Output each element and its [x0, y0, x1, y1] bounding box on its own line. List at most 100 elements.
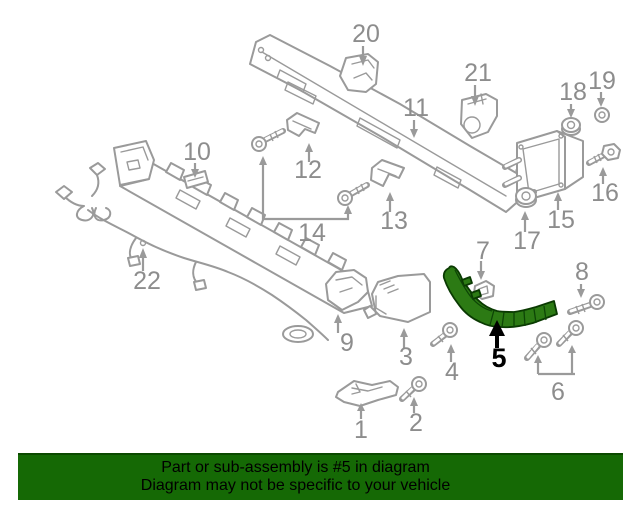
callout-22: 22 — [133, 248, 161, 295]
part-outline — [335, 380, 399, 407]
screw-head — [540, 336, 548, 344]
bolt-thread — [593, 155, 598, 164]
screw-thread — [405, 390, 412, 398]
screw-shank — [432, 333, 446, 345]
screw-head — [593, 298, 601, 306]
harness-end-loop — [289, 329, 307, 339]
part-pad-10 — [183, 170, 209, 189]
callout-arrowhead — [334, 314, 342, 323]
screw-shank — [526, 344, 539, 359]
screw-head — [589, 294, 605, 310]
harness-end-loop — [282, 325, 314, 343]
callout-12: 12 — [294, 143, 322, 184]
screw-head — [568, 320, 584, 336]
callout-arrowhead — [568, 345, 576, 353]
callout-label: 17 — [513, 227, 541, 255]
absorber-tooth — [165, 162, 185, 181]
part-detail — [175, 189, 201, 210]
part-detail — [275, 245, 301, 266]
screw-shank — [350, 183, 368, 195]
callout-label: 21 — [464, 59, 492, 87]
screw-shank — [264, 129, 284, 141]
screw-head — [337, 190, 353, 206]
mounting-tab — [461, 276, 473, 287]
part-step-bracket-3 — [363, 273, 431, 323]
screw-thread — [355, 186, 360, 195]
part-detail — [351, 59, 375, 81]
harness-connector — [55, 185, 73, 200]
absorber-tooth — [273, 222, 293, 241]
nut-body — [515, 187, 537, 205]
nut-hole — [521, 191, 531, 201]
part-detail — [276, 69, 307, 93]
callout-10: 10 — [183, 138, 211, 178]
screw-head — [536, 332, 552, 348]
absorber-tooth — [219, 192, 239, 211]
bolt-hole — [518, 144, 524, 150]
part-detail — [356, 117, 401, 149]
callout-arrowhead — [521, 211, 529, 220]
callout-arrowhead — [400, 328, 408, 337]
callout-8: 8 — [575, 258, 589, 298]
callout-bracket-line — [261, 163, 350, 221]
exploded-parts-diagram: 1 2 3 4 5 6 7 8 9 — [55, 20, 621, 444]
callout-1: 1 — [354, 403, 368, 444]
screw-head — [411, 376, 427, 392]
harness-connector — [193, 279, 207, 291]
part-detail — [284, 81, 317, 105]
part-detail — [292, 120, 312, 130]
part-energy-absorber — [113, 140, 373, 314]
bolt-hole — [264, 54, 272, 62]
part-detail — [187, 176, 204, 182]
callout-label: 1 — [354, 416, 368, 444]
screw-thread — [360, 183, 365, 192]
callout-3: 3 — [399, 328, 413, 371]
absorber-end-cap-left — [113, 140, 155, 186]
part-screw-8 — [567, 294, 605, 315]
banner-line-1: Part or sub-assembly is #5 in diagram — [161, 459, 430, 476]
part-detail — [377, 168, 397, 177]
part-outline — [460, 93, 498, 139]
bolt-thread — [597, 153, 602, 162]
callout-label: 4 — [445, 358, 459, 386]
part-bolt-16 — [586, 143, 621, 166]
washer-hole — [598, 111, 606, 119]
part-deflector-1 — [335, 380, 399, 407]
bolt-head — [601, 143, 621, 161]
absorber-tooth — [246, 207, 266, 226]
screw-head — [415, 380, 423, 388]
bolt-hole — [257, 46, 265, 54]
callout-label: 13 — [380, 207, 408, 235]
bolt-shank — [588, 153, 605, 164]
harness-clip — [139, 239, 147, 247]
callout-label: 16 — [591, 179, 619, 207]
part-screws-6 — [524, 320, 584, 361]
screw-thread — [274, 130, 279, 139]
nut-hole — [566, 120, 576, 130]
callout-arrowhead — [489, 320, 505, 336]
part-detail — [335, 276, 363, 293]
callout-label: 22 — [133, 267, 161, 295]
callout-4: 4 — [445, 344, 459, 386]
callout-label: 20 — [352, 20, 380, 48]
part-sensor-20 — [339, 53, 379, 93]
callout-arrowhead — [597, 98, 605, 107]
callout-18: 18 — [559, 78, 587, 118]
screw-head — [251, 136, 267, 152]
harness-connector — [127, 255, 141, 267]
harness-connector — [89, 162, 106, 176]
part-sensor-bracket-21 — [460, 93, 498, 139]
callout-19: 19 — [588, 67, 616, 107]
part-wiring-harness-22 — [55, 162, 329, 343]
part-side-bracket-5-highlighted — [442, 265, 558, 329]
harness-wire — [87, 209, 329, 341]
callout-2: 2 — [409, 397, 423, 437]
screw-thread — [562, 334, 569, 342]
part-rib — [489, 305, 547, 328]
callout-arrowhead — [447, 344, 455, 353]
screw-thread — [530, 347, 537, 355]
callout-arrowhead — [554, 192, 562, 201]
part-end-cap-9 — [325, 269, 369, 311]
callout-label: 8 — [575, 258, 589, 286]
part-detail — [433, 166, 462, 189]
